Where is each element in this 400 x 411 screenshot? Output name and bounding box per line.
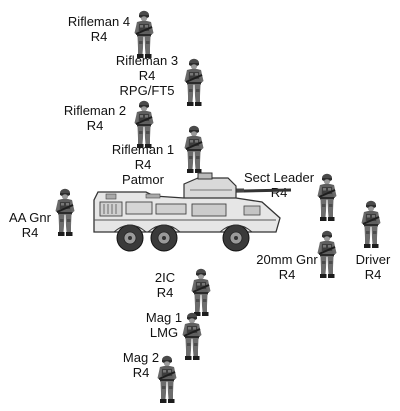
label-line: R4 <box>86 118 104 133</box>
soldier-icon <box>54 188 76 236</box>
label-line: RPG/FT5 <box>119 83 175 98</box>
soldier-icon <box>183 125 205 173</box>
label-line: Mag 1 <box>145 310 183 325</box>
label-line: Driver <box>355 252 391 267</box>
label-line: Sect Leader <box>243 170 315 185</box>
soldier-icon <box>133 100 155 148</box>
soldier-icon <box>190 268 212 316</box>
label-line: R4 <box>134 157 152 172</box>
label-line: Mag 2 <box>122 350 160 365</box>
label-line: R4 <box>278 267 296 282</box>
label-line: 2IC <box>154 270 176 285</box>
soldier-icon <box>183 58 205 106</box>
label-mag-1: Mag 1 LMG <box>142 310 186 340</box>
label-line: R4 <box>90 29 108 44</box>
soldier-icon <box>181 312 203 360</box>
label-rifleman-2: Rifleman 2 R4 <box>62 103 128 133</box>
soldier-icon <box>133 10 155 58</box>
label-line: Rifleman 3 <box>115 53 179 68</box>
label-aa-gnr: AA Gnr R4 <box>4 210 56 240</box>
label-mag-2: Mag 2 R4 <box>120 350 162 380</box>
label-20mm-gnr: 20mm Gnr R4 <box>252 252 322 282</box>
soldier-icon <box>156 355 178 403</box>
label-line: R4 <box>21 225 39 240</box>
label-line: R4 <box>364 267 382 282</box>
label-line: R4 <box>138 68 156 83</box>
label-rifleman-1: Rifleman 1 R4 Patmor <box>108 142 178 187</box>
label-rifleman-3: Rifleman 3 R4 RPG/FT5 <box>112 53 182 98</box>
label-line: 20mm Gnr <box>256 252 318 267</box>
soldier-icon <box>316 230 338 278</box>
label-line: Rifleman 1 <box>111 142 175 157</box>
soldier-icon <box>316 173 338 221</box>
label-2ic: 2IC R4 <box>148 270 182 300</box>
label-driver: Driver R4 <box>350 252 396 282</box>
armoured-car-icon <box>93 172 292 252</box>
label-line: AA Gnr <box>9 210 51 225</box>
label-line: R4 <box>132 365 150 380</box>
label-line: LMG <box>149 325 179 340</box>
label-line: R4 <box>156 285 174 300</box>
label-line: Rifleman 4 <box>67 14 131 29</box>
label-line: Rifleman 2 <box>63 103 127 118</box>
label-line: Patmor <box>122 172 164 187</box>
soldier-icon <box>360 200 382 248</box>
label-rifleman-4: Rifleman 4 R4 <box>66 14 132 44</box>
